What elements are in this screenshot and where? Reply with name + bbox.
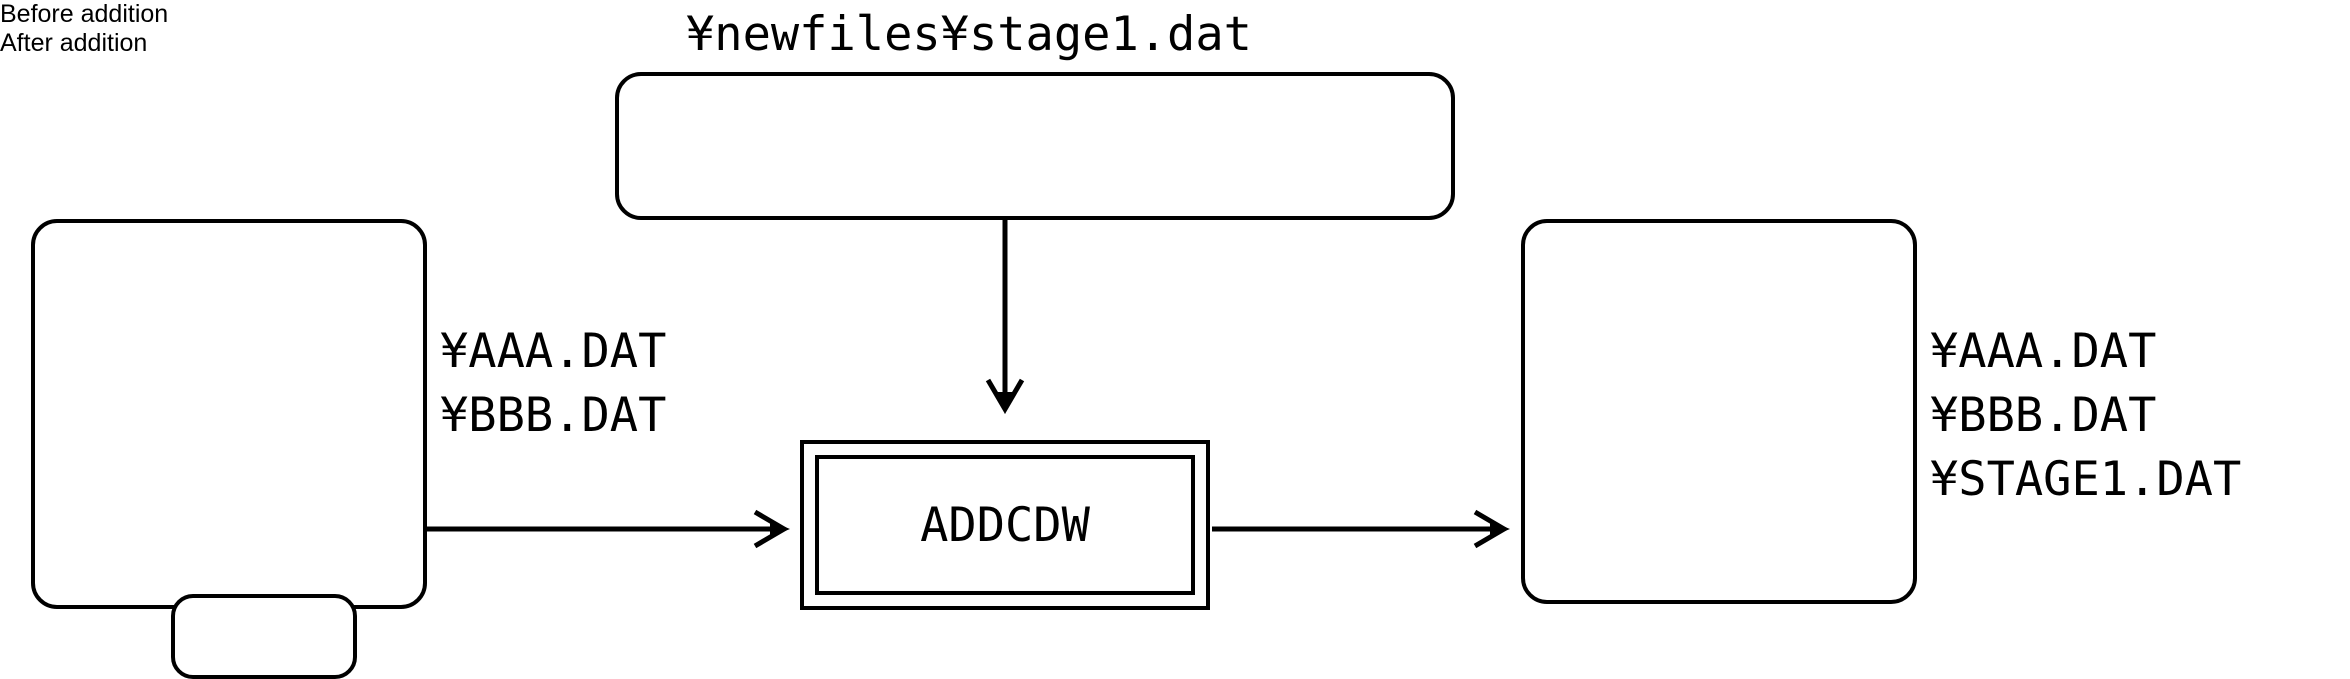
new-file-callout-box bbox=[615, 72, 1455, 220]
arrow-layer bbox=[427, 220, 1510, 549]
arrow-input-to-process bbox=[427, 509, 790, 549]
diagram-canvas: Before addition ¥AAA.DAT ¥BBB.DAT ¥newfi… bbox=[0, 0, 2242, 679]
disk-after-addition bbox=[1521, 219, 1917, 604]
addcdw-process-box: ADDCDW bbox=[800, 440, 1210, 610]
new-file-path-text: ¥newfiles¥stage1.dat bbox=[680, 8, 1258, 62]
addcdw-process-inner: ADDCDW bbox=[815, 455, 1195, 595]
after-addition-caption: After addition bbox=[0, 29, 148, 57]
addcdw-label: ADDCDW bbox=[920, 497, 1090, 553]
arrow-callout-to-process bbox=[985, 220, 1025, 414]
arrow-process-to-output bbox=[1212, 509, 1510, 549]
file-list-before: ¥AAA.DAT ¥BBB.DAT bbox=[440, 324, 667, 443]
file-list-after: ¥AAA.DAT ¥BBB.DAT ¥STAGE1.DAT bbox=[1930, 324, 2242, 507]
before-addition-caption: Before addition bbox=[0, 0, 169, 28]
